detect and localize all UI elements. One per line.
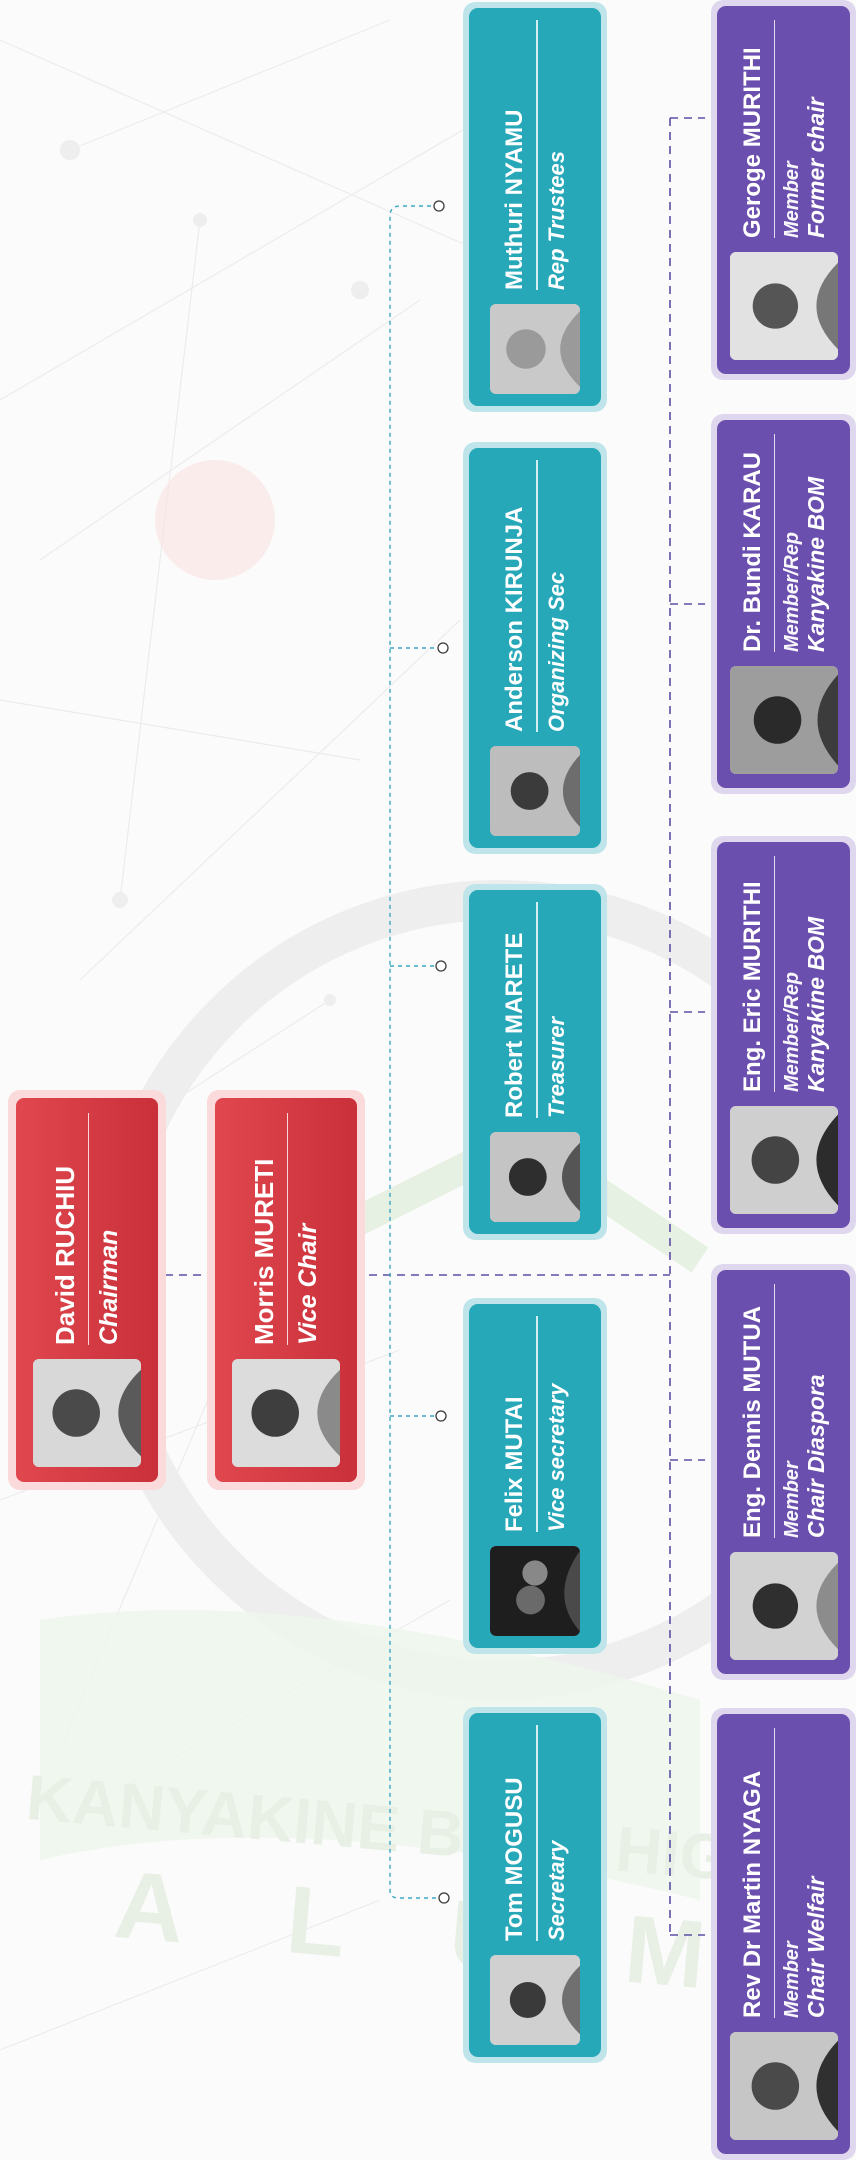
member-name: Geroge MURITHI	[738, 47, 766, 238]
divider	[773, 20, 775, 238]
person-photo-icon	[232, 1359, 340, 1467]
member-name: Eng. Eric MURITHI	[738, 881, 766, 1092]
official-role: Secretary	[543, 1840, 569, 1941]
connector-officials-spine	[389, 205, 439, 1899]
card-official-rep-trustees: Muthuri NYAMU Rep Trustees	[463, 2, 607, 412]
divider	[773, 1284, 775, 1538]
card-member-bom-eric: Eng. Eric MURITHI Member/Rep Kanyakine B…	[711, 836, 856, 1234]
card-official-vice-secretary: Felix MUTAI Vice secretary	[463, 1298, 607, 1654]
divider	[87, 1113, 90, 1345]
card-member-welfare: Rev Dr Martin NYAGA Member Chair Welfair	[711, 1708, 856, 2160]
connector-dot	[435, 1410, 447, 1422]
divider	[773, 1728, 775, 2018]
card-official-secretary: Tom MOGUSU Secretary	[463, 1707, 607, 2063]
member-position: Former chair	[802, 97, 829, 238]
leader-role: Vice Chair	[294, 1223, 323, 1345]
divider	[536, 20, 538, 290]
connector-dot	[435, 960, 447, 972]
official-name: Anderson KIRUNJA	[501, 506, 529, 732]
person-photo-icon	[729, 252, 838, 360]
official-name: Muthuri NYAMU	[501, 109, 529, 290]
person-silhouette-icon	[490, 304, 580, 394]
card-official-treasurer: Robert MARETE Treasurer	[463, 884, 607, 1240]
official-role: Vice secretary	[543, 1383, 569, 1532]
leader-name: Morris MURETI	[248, 1158, 279, 1345]
person-photo-icon	[490, 746, 580, 836]
member-role: Member	[780, 1461, 803, 1538]
member-role: Member/Rep	[780, 971, 803, 1092]
person-photo-icon	[729, 2032, 838, 2140]
connector-dot	[438, 1892, 450, 1904]
divider	[536, 902, 538, 1118]
connector-dot	[437, 642, 449, 654]
leader-role: Chairman	[95, 1229, 124, 1345]
divider	[536, 1725, 538, 1941]
member-role: Member	[780, 161, 803, 238]
connector-dot	[433, 200, 445, 212]
card-official-organizing-sec: Anderson KIRUNJA Organizing Sec	[463, 442, 607, 854]
member-position: Kanyakine BOM	[802, 476, 829, 652]
member-role: Member	[780, 1941, 803, 2018]
divider	[286, 1113, 289, 1345]
official-role: Organizing Sec	[543, 571, 569, 732]
card-member-former-chair: Geroge MURITHI Member Former chair	[711, 0, 856, 380]
divider	[773, 434, 775, 652]
person-photo-icon	[490, 1955, 580, 2045]
member-name: Eng. Dennis MUTUA	[738, 1306, 766, 1538]
official-name: Robert MARETE	[501, 932, 529, 1118]
official-name: Tom MOGUSU	[501, 1777, 529, 1941]
divider	[536, 460, 538, 732]
official-role: Rep Trustees	[543, 151, 569, 290]
official-name: Felix MUTAI	[501, 1396, 529, 1532]
member-position: Chair Diaspora	[802, 1374, 829, 1538]
member-position: Chair Welfair	[802, 1876, 829, 2018]
divider	[773, 856, 775, 1092]
person-photo-icon	[729, 1552, 838, 1660]
person-photo-icon	[729, 666, 838, 774]
member-position: Kanyakine BOM	[802, 916, 829, 1092]
member-role: Member/Rep	[780, 531, 803, 652]
member-name: Dr. Bundi KARAU	[738, 452, 766, 652]
person-photo-icon	[490, 1546, 580, 1636]
card-vice-chair: Morris MURETI Vice Chair	[207, 1090, 365, 1490]
card-chairman: David RUCHIU Chairman	[8, 1090, 166, 1490]
card-member-bom-bundi: Dr. Bundi KARAU Member/Rep Kanyakine BOM	[711, 414, 856, 794]
card-member-diaspora: Eng. Dennis MUTUA Member Chair Diaspora	[711, 1264, 856, 1680]
member-name: Rev Dr Martin NYAGA	[738, 1770, 766, 2018]
person-photo-icon	[729, 1106, 838, 1214]
person-photo-icon	[33, 1359, 141, 1467]
official-role: Treasurer	[543, 1016, 569, 1118]
leader-name: David RUCHIU	[49, 1165, 80, 1345]
person-photo-icon	[490, 1132, 580, 1222]
divider	[536, 1316, 538, 1532]
